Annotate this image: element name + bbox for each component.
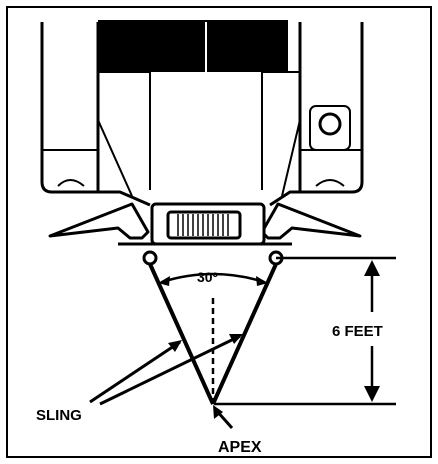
sling-pointer-right: [99, 334, 241, 406]
fuselage-dark-band: [98, 20, 288, 72]
fitting-circle: [318, 112, 342, 136]
sling-pointer-right-head: [229, 334, 243, 344]
sling-leg-left: [148, 263, 215, 405]
cargo-hook-assembly: [48, 202, 362, 246]
fuselage-left-side: [40, 22, 151, 207]
attachment-point-left: [142, 250, 158, 266]
sling-pointer-arrows: [89, 334, 241, 406]
hook-wing-left: [48, 202, 150, 240]
angle-arc: [161, 272, 265, 284]
hook-drum-coils: [177, 214, 229, 236]
vent-right: [315, 179, 345, 187]
attachment-points: [142, 250, 284, 266]
fuselage-right-side: [269, 22, 364, 207]
apex-label: APEX: [218, 439, 262, 456]
vent-left: [57, 179, 85, 187]
angle-label: 30º: [197, 269, 218, 285]
aircraft-fuselage: [40, 20, 364, 207]
angle-arc-arrow-left: [158, 276, 170, 286]
height-dimension: [214, 256, 396, 406]
dimension-arrow-down: [364, 386, 380, 402]
center-panel: [149, 72, 263, 190]
angle-arc-arrow-right: [256, 276, 268, 286]
sling-legs: [148, 263, 278, 405]
height-label: 6 FEET: [332, 323, 383, 340]
hook-drum: [166, 210, 242, 240]
dimension-arrow-up: [364, 260, 380, 276]
sling-pointer-left-head: [168, 340, 182, 352]
sling-pointer-left: [89, 340, 181, 404]
sling-leg-right: [211, 263, 278, 405]
fitting-housing: [309, 105, 351, 151]
panel-tapers: [97, 119, 301, 197]
apex-pointer-head: [213, 405, 223, 419]
sling-label: SLING: [36, 407, 82, 424]
hook-wing-right: [260, 202, 362, 240]
